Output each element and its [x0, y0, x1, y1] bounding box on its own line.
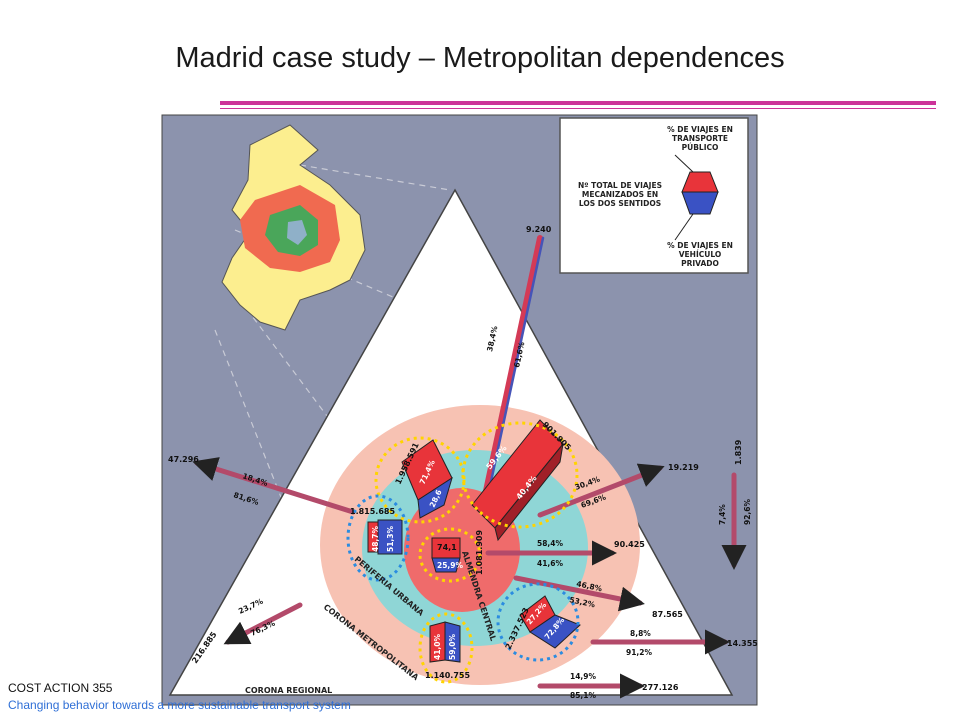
- legend-total-line2: MECANIZADOS EN: [582, 190, 658, 199]
- value-periphery-total: 1.815.685: [350, 507, 395, 516]
- title-divider-thin: [220, 108, 936, 109]
- flow-apex-total: 9.240: [526, 225, 552, 234]
- flow-bottom-total: 277.126: [642, 683, 679, 692]
- highlight-central: [418, 527, 482, 583]
- highlight-central-periphery: [374, 436, 466, 524]
- flow-arrow-right-lower: [513, 575, 645, 612]
- value-metro-south-private: 59,0%: [448, 633, 457, 660]
- flow-arrow-apex-blue: [484, 236, 545, 507]
- flow-right-mid-public: 58,4%: [537, 539, 564, 548]
- value-central-public: 74,1: [437, 543, 457, 552]
- flow-vertical-total: 1.839: [734, 439, 743, 465]
- flow-right-bottom-private: 91,2%: [626, 648, 653, 657]
- flow-bottom-private: 85,1%: [570, 691, 597, 700]
- legend-total-line1: Nº TOTAL DE VIAJES: [578, 181, 662, 190]
- legend-hexagon-private: [681, 191, 719, 215]
- block-periphery: [367, 519, 403, 555]
- legend-box: % DE VIAJES EN TRANSPORTE PÚBLICO Nº TOT…: [559, 117, 749, 274]
- value-central-private: 25,9%: [437, 561, 464, 570]
- block-metro-south: [429, 621, 461, 663]
- value-central-total: 1.081.909: [475, 530, 484, 575]
- flow-arrow-left-lower: [223, 602, 303, 645]
- block-metro-east: [519, 595, 581, 649]
- slide-title: Madrid case study – Metropolitan depende…: [175, 42, 785, 74]
- legend-total-line3: LOS DOS SENTIDOS: [579, 199, 661, 208]
- flow-right-upper-total: 19.219: [668, 463, 699, 472]
- footer-line-2: Changing behavior towards a more sustain…: [8, 698, 351, 712]
- flow-vertical-public: 7,4%: [718, 504, 727, 525]
- block-central: [431, 537, 461, 573]
- legend-public-line1: % DE VIAJES EN: [667, 125, 733, 134]
- flow-arrows: [192, 235, 747, 699]
- flow-right-mid-total: 90.425: [614, 540, 645, 549]
- flow-right-mid-private: 41,6%: [537, 559, 564, 568]
- flow-right-bottom-public: 8,8%: [630, 629, 651, 638]
- legend-private-line2: VEHÍCULO: [679, 250, 721, 259]
- flow-left-upper-total: 47.296: [168, 455, 199, 464]
- legend-public-line2: TRANSPORTE: [672, 134, 728, 143]
- value-periphery-private: 51,3%: [386, 525, 395, 552]
- flow-arrow-apex: [480, 235, 543, 508]
- title-divider: [220, 101, 936, 105]
- flow-right-lower-total: 87.565: [652, 610, 683, 619]
- block-central-periphery: [401, 439, 453, 519]
- highlight-metro-south: [418, 612, 474, 684]
- value-metro-south-public: 41,0%: [433, 633, 442, 660]
- block-central-metro: [471, 419, 564, 542]
- legend-private-line1: % DE VIAJES EN: [667, 241, 733, 250]
- flow-arrow-right-upper: [537, 463, 665, 518]
- madrid-region-map: [221, 124, 366, 331]
- highlight-circles: [346, 421, 580, 684]
- flow-bottom-public: 14,9%: [570, 672, 597, 681]
- flow-right-bottom-total: 14.355: [727, 639, 758, 648]
- footer-line-1: COST ACTION 355: [8, 681, 113, 695]
- flow-arrow-left-upper: [192, 457, 356, 515]
- value-periphery-public: 48,7%: [371, 525, 380, 552]
- value-metro-south-total: 1.140.755: [425, 671, 470, 680]
- flow-vertical-private: 92,6%: [743, 498, 752, 525]
- madrid-dependences-diagram: % DE VIAJES EN TRANSPORTE PÚBLICO Nº TOT…: [161, 114, 758, 706]
- highlight-periphery: [346, 494, 410, 582]
- highlight-metro-east: [496, 582, 580, 662]
- legend-private-line3: PRIVADO: [681, 259, 719, 268]
- highlight-central-metro: [461, 421, 579, 529]
- zone-label-regional: CORONA REGIONAL: [245, 686, 332, 695]
- legend-public-line3: PÚBLICO: [682, 143, 719, 152]
